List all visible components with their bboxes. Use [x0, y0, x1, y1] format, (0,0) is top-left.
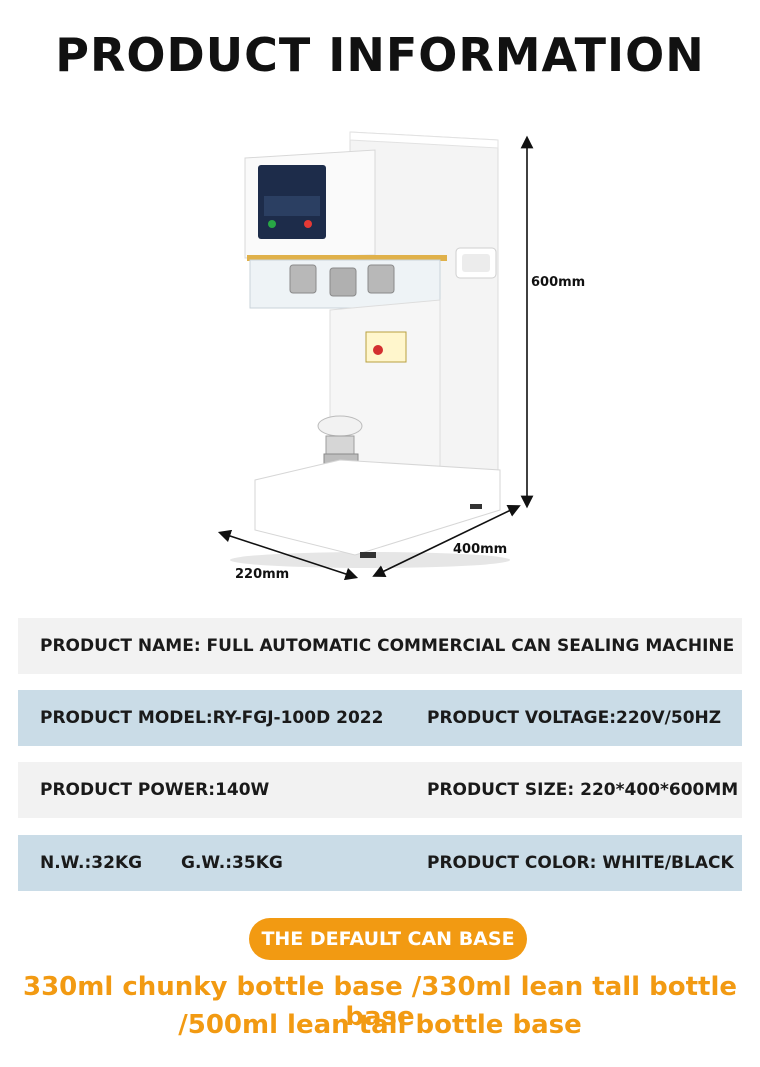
product-figure: [217, 131, 534, 581]
product-color: PRODUCT COLOR: WHITE/BLACK: [427, 853, 734, 873]
width-arrow: [217, 529, 359, 581]
height-label: 600mm: [531, 275, 586, 290]
depth-label: 400mm: [453, 542, 508, 557]
product-voltage: PRODUCT VOLTAGE:220V/50HZ: [427, 708, 722, 728]
can-base-line-2: /500ml lean tall bottle base: [178, 1010, 582, 1040]
page-title: PRODUCT INFORMATION: [55, 28, 705, 82]
spec-row-power: PRODUCT POWER:140W PRODUCT SIZE: 220*400…: [18, 762, 742, 818]
depth-arrow: [372, 505, 521, 577]
width-label: 220mm: [235, 567, 290, 582]
can-sealing-machine-image: [230, 131, 510, 568]
spec-row-model: PRODUCT MODEL:RY-FGJ-100D 2022 PRODUCT V…: [18, 690, 742, 746]
product-name: PRODUCT NAME: FULL AUTOMATIC COMMERCIAL …: [40, 636, 735, 656]
can-base-line-1: 330ml chunky bottle base /330ml lean tal…: [22, 972, 737, 1032]
spec-row-weight: N.W.:32KG G.W.:35KG PRODUCT COLOR: WHITE…: [18, 835, 742, 891]
product-size: PRODUCT SIZE: 220*400*600MM: [427, 780, 739, 800]
spec-row-name: PRODUCT NAME: FULL AUTOMATIC COMMERCIAL …: [18, 618, 742, 674]
default-can-base-badge: THE DEFAULT CAN BASE: [249, 918, 527, 960]
net-weight: N.W.:32KG: [40, 853, 143, 873]
product-power: PRODUCT POWER:140W: [40, 780, 270, 800]
product-model: PRODUCT MODEL:RY-FGJ-100D 2022: [40, 708, 384, 728]
gross-weight: G.W.:35KG: [181, 853, 283, 873]
